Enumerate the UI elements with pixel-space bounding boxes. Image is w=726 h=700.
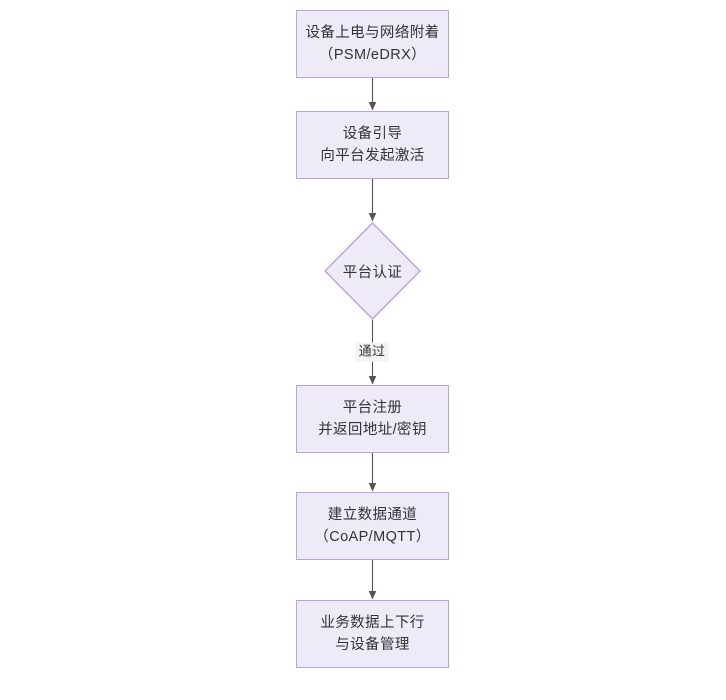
node-line-secondary: 与设备管理 (335, 637, 410, 653)
node-line-primary: 设备引导 (342, 125, 403, 142)
node-line-primary: 平台认证 (342, 264, 403, 281)
node-line-secondary: 并返回地址/密钥 (318, 422, 427, 438)
diamond-shape (324, 222, 421, 320)
node-business-data-and-device-management[interactable]: 业务数据上下行 与设备管理 (296, 600, 449, 668)
node-line-secondary: （CoAP/MQTT） (314, 529, 431, 545)
node-line-secondary: 向平台发起激活 (320, 148, 425, 164)
node-establish-data-channel[interactable]: 建立数据通道 （CoAP/MQTT） (296, 492, 449, 560)
node-device-power-on[interactable]: 设备上电与网络附着 （PSM/eDRX） (296, 10, 449, 78)
node-line-primary: 业务数据上下行 (320, 614, 425, 631)
node-line-primary: 设备上电与网络附着 (305, 24, 440, 41)
edge-label-pass: 通过 (355, 342, 389, 362)
node-platform-registration[interactable]: 平台注册 并返回地址/密钥 (296, 385, 449, 453)
node-device-bootstrap[interactable]: 设备引导 向平台发起激活 (296, 111, 449, 179)
node-line-primary: 建立数据通道 (327, 506, 418, 523)
node-line-secondary: （PSM/eDRX） (318, 47, 427, 63)
node-platform-authentication[interactable]: 平台认证 (324, 222, 421, 320)
node-line-primary: 平台注册 (342, 399, 403, 416)
